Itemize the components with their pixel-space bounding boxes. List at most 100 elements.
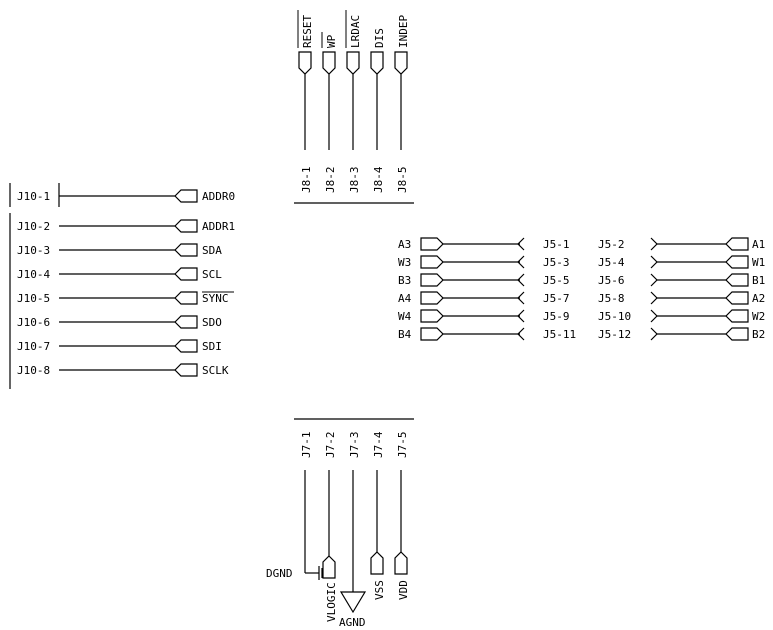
j10-pin-7: J10-7 SDI xyxy=(17,339,222,353)
j5-pin-receptacle xyxy=(517,255,525,269)
j5-pin-receptacle xyxy=(517,237,525,251)
j5-pin-receptacle xyxy=(650,255,658,269)
j10-pin-6: J10-6 SDO xyxy=(17,315,222,329)
j5-signal-label: B1 xyxy=(752,274,765,287)
j5-signal-label: A4 xyxy=(398,292,412,305)
j5-connector-flag xyxy=(420,327,444,341)
j5-connector-flag xyxy=(725,273,749,287)
j5-connector-flag xyxy=(725,291,749,305)
j10-pin-label: J10-3 xyxy=(17,244,50,257)
j10-signal-label: SYNC xyxy=(202,292,229,305)
j7-connector-flag xyxy=(370,551,384,575)
j5-connector-flag xyxy=(420,273,444,287)
j8-signal-label: LRDAC xyxy=(349,15,362,48)
j7-pin-label: J7-4 xyxy=(372,431,385,458)
j7-connector-flag xyxy=(394,551,408,575)
j5-connector-flag xyxy=(725,309,749,323)
j8-pin-label: J8-4 xyxy=(372,166,385,193)
j10-connector-flag xyxy=(174,315,198,329)
j5-left-row-1: A3 J5-1 xyxy=(398,237,570,251)
j5-signal-label: A3 xyxy=(398,238,411,251)
j10-connector-flag xyxy=(174,243,198,257)
j5-left-row-6: B4 J5-11 xyxy=(398,327,576,341)
j8-signal-label: INDEP xyxy=(397,15,410,48)
j5-pin-receptacle xyxy=(517,309,525,323)
j5-pin-label: J5-2 xyxy=(598,238,625,251)
j7-pin-1-dgnd: DGND xyxy=(266,470,326,580)
j8-signal-label: WP xyxy=(325,34,338,48)
j8-pin-label: J8-1 xyxy=(300,167,313,194)
j7-pin-label: J7-5 xyxy=(396,432,409,459)
j5-pin-label: J5-10 xyxy=(598,310,631,323)
j5-pin-label: J5-8 xyxy=(598,292,625,305)
j5-pin-label: J5-3 xyxy=(543,256,570,269)
j5-pin-label: J5-4 xyxy=(598,256,625,269)
j5-right-row-3: J5-6 B1 xyxy=(598,273,765,287)
j5-connector-flag xyxy=(725,327,749,341)
j5-connector-flag xyxy=(725,255,749,269)
j5-right-row-5: J5-10 W2 xyxy=(598,309,765,323)
j5-pin-receptacle xyxy=(650,273,658,287)
vss-label: VSS xyxy=(373,580,386,600)
j5-pin-label: J5-11 xyxy=(543,328,576,341)
j8-connector-flag xyxy=(394,51,408,75)
j10-signal-label: SDA xyxy=(202,244,222,257)
j10-pin-label: J10-1 xyxy=(17,190,50,203)
j5-connector-flag xyxy=(420,309,444,323)
j10-signal-label: ADDR0 xyxy=(202,190,235,203)
j5-connector-flag xyxy=(420,255,444,269)
j10-pin-1: J10-1 ADDR0 xyxy=(17,183,235,207)
j10-pin-label: J10-6 xyxy=(17,316,50,329)
j5-connector-flag xyxy=(420,237,444,251)
j10-pin-3: J10-3 SDA xyxy=(17,243,222,257)
j7-pin-4-vss: VSS xyxy=(370,470,386,600)
j5-left-row-4: A4 J5-7 xyxy=(398,291,570,305)
j10-pin-8: J10-8 SCLK xyxy=(17,363,229,377)
j5-left-row-3: B3 J5-5 xyxy=(398,273,570,287)
j7-pin-3-agnd: AGND xyxy=(339,470,367,629)
j8-pin-label: J8-2 xyxy=(324,167,337,194)
j5-pin-receptacle xyxy=(517,327,525,341)
j5-pin-receptacle xyxy=(650,327,658,341)
j7-pin-label: J7-2 xyxy=(324,432,337,459)
j7-pin-5-vdd: VDD xyxy=(394,470,410,600)
j5-signal-label: W2 xyxy=(752,310,765,323)
j7-pin-label: J7-1 xyxy=(300,432,313,459)
j7-connector-flag xyxy=(322,555,336,579)
j5-pin-label: J5-5 xyxy=(543,274,570,287)
j8-header: RESET J8-1 WP J8-2 LRDAC J8-3 DIS J8 xyxy=(294,10,414,204)
j8-signal-label: DIS xyxy=(373,28,386,48)
j10-connector-flag xyxy=(174,363,198,377)
vdd-label: VDD xyxy=(397,580,410,600)
j8-connector-flag xyxy=(322,51,336,75)
j5-right-row-1: J5-2 A1 xyxy=(598,237,765,251)
vlogic-label: VLOGIC xyxy=(325,582,338,622)
dgnd-label: DGND xyxy=(266,567,293,580)
j5-signal-label: A1 xyxy=(752,238,765,251)
j8-connector-flag xyxy=(370,51,384,75)
j10-pin-4: J10-4 SCL xyxy=(17,267,222,281)
j8-pin-label: J8-5 xyxy=(396,167,409,194)
j10-pin-label: J10-4 xyxy=(17,268,50,281)
j10-signal-label: SDO xyxy=(202,316,222,329)
j5-left-row-5: W4 J5-9 xyxy=(398,309,570,323)
j8-connector-flag xyxy=(346,51,360,75)
j5-pin-receptacle xyxy=(517,273,525,287)
j10-signal-label: ADDR1 xyxy=(202,220,235,233)
j7-header: J7-1 J7-2 J7-3 J7-4 J7-5 DGND VLOGIC AGN xyxy=(266,418,414,629)
j5-pin-receptacle xyxy=(650,291,658,305)
j5-left-row-2: W3 J5-3 xyxy=(398,255,570,269)
j5-pin-label: J5-9 xyxy=(543,310,570,323)
j10-connector-flag xyxy=(174,189,198,203)
j5-right-row-2: J5-4 W1 xyxy=(598,255,765,269)
j5-pin-receptacle xyxy=(650,309,658,323)
j5-pin-receptacle xyxy=(517,291,525,305)
j10-signal-label: SCLK xyxy=(202,364,229,377)
j10-pin-label: J10-8 xyxy=(17,364,50,377)
j8-pin-5: INDEP J8-5 xyxy=(394,15,410,194)
j10-pin-2: J10-2 ADDR1 xyxy=(17,219,235,233)
j5-header: A3 J5-1 W3 J5-3 B3 J5-5 A4 J5-7 xyxy=(398,237,765,341)
j10-pin-5: J10-5 SYNC xyxy=(17,291,234,305)
j8-pin-3: LRDAC J8-3 xyxy=(345,10,362,193)
